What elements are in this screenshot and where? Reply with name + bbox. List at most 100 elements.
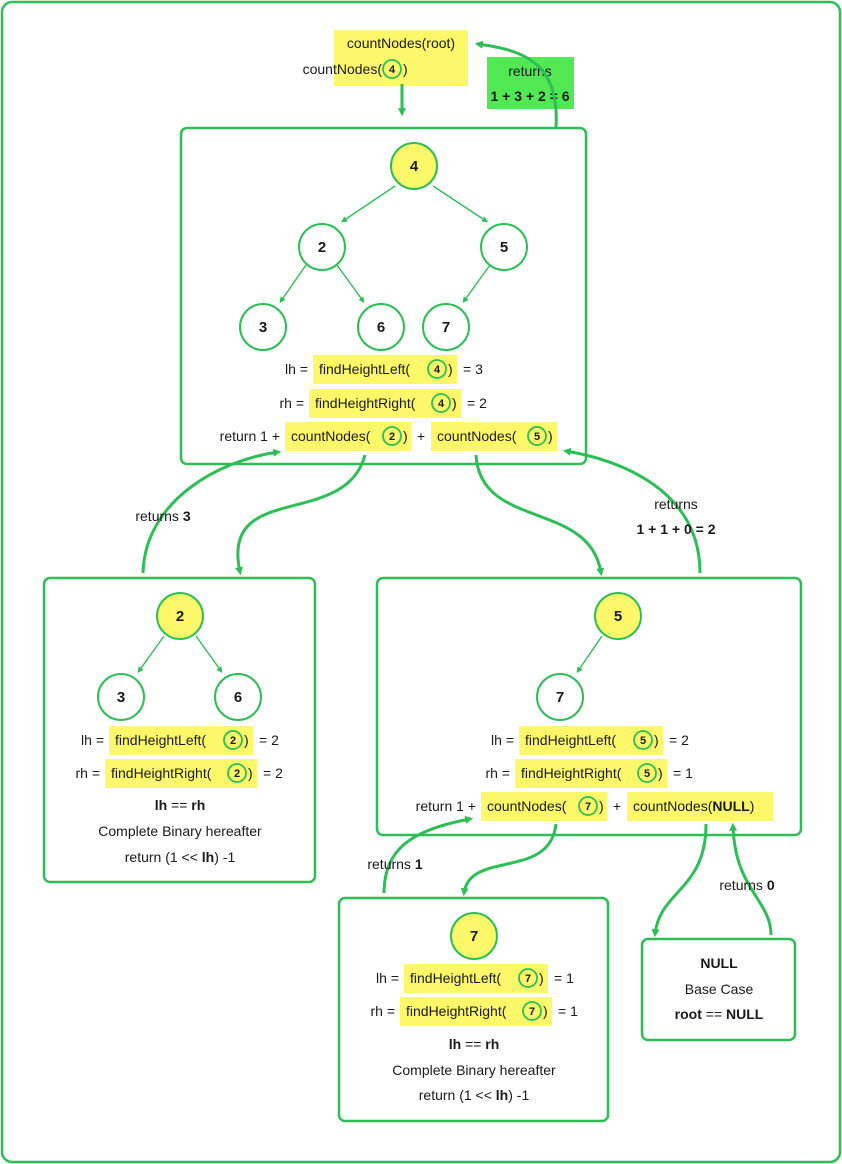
svg-text:7: 7: [529, 1006, 535, 1018]
svg-text:5: 5: [640, 735, 646, 747]
top-returns-box: [487, 57, 574, 109]
left-node-3: 3: [97, 673, 145, 721]
right-node-5: 5: [594, 592, 642, 640]
tree-node-4: 4: [390, 142, 438, 190]
svg-text:2: 2: [230, 735, 236, 747]
main-lh-row: lh = findHeightLeft( 4 ) = 3: [285, 355, 483, 384]
svg-text:3: 3: [117, 689, 125, 706]
svg-text:findHeightLeft(: findHeightLeft(: [410, 970, 501, 986]
seven-return: return (1 << lh) -1: [419, 1087, 530, 1103]
svg-text:lh =: lh =: [376, 970, 399, 986]
svg-text:): ): [539, 970, 544, 986]
svg-text:): ): [548, 428, 553, 444]
svg-text:= 3: = 3: [463, 361, 483, 377]
svg-text:4: 4: [434, 364, 441, 376]
seven-node-7: 7: [450, 912, 498, 960]
svg-text:findHeightRight(: findHeightRight(: [315, 395, 416, 411]
left-lh-row: lh = findHeightLeft( 2 ) = 2: [81, 726, 279, 755]
svg-text:2: 2: [389, 431, 395, 443]
tree-node-2: 2: [298, 223, 346, 271]
arrow-call-null: [651, 823, 708, 938]
returns-left-label: returns 3: [135, 508, 190, 524]
svg-text:countNodes(: countNodes(: [437, 428, 517, 444]
svg-text:lh =: lh =: [285, 361, 308, 377]
svg-text:countNodes(: countNodes(: [291, 428, 371, 444]
right-return-row: return 1 + countNodes( 7 ) + countNodes(…: [416, 792, 773, 821]
right-rh-row: rh = findHeightRight( 5 ) = 1: [485, 759, 693, 788]
svg-text:= 1: = 1: [558, 1003, 578, 1019]
svg-text:findHeightLeft(: findHeightLeft(: [319, 361, 410, 377]
seven-lh-row: lh = findHeightLeft( 7 ) = 1: [376, 964, 574, 993]
svg-text:2: 2: [318, 239, 326, 256]
returns-right-value: 1 + 1 + 0 = 2: [636, 521, 715, 537]
seven-note: Complete Binary hereafter: [392, 1062, 556, 1078]
top-returns-value: 1 + 3 + 2 = 6: [490, 88, 569, 104]
arrow-return-left: [141, 448, 282, 574]
svg-text:7: 7: [442, 319, 450, 336]
top-call-close: ): [403, 61, 408, 77]
left-compare: lh == rh: [155, 797, 206, 813]
svg-text:5: 5: [500, 239, 508, 256]
svg-text:7: 7: [525, 973, 531, 985]
flow-arrows: [141, 40, 773, 938]
box-left: [42, 576, 317, 884]
top-call-arg-badge: [382, 59, 402, 79]
tree-node-7: 7: [422, 303, 470, 351]
arrow-call-left: [235, 454, 367, 576]
top-call-root: countNodes(root): [347, 35, 455, 51]
svg-text:= 2: = 2: [467, 395, 487, 411]
tree-node-6: 6: [357, 303, 405, 351]
svg-text:findHeightRight(: findHeightRight(: [521, 765, 622, 781]
svg-text:4: 4: [410, 158, 419, 175]
svg-text:): ): [448, 361, 453, 377]
svg-text:= 2: = 2: [669, 732, 689, 748]
returns-right-label: returns: [654, 496, 698, 512]
svg-text:+: +: [613, 798, 621, 814]
arrow-return-main: [474, 40, 558, 128]
null-subtitle: Base Case: [685, 981, 754, 997]
svg-text:): ): [248, 765, 253, 781]
svg-text:): ): [658, 765, 663, 781]
svg-text:+: +: [417, 428, 425, 444]
arrow-call-right: [474, 454, 605, 577]
svg-text:lh =: lh =: [491, 732, 514, 748]
svg-text:5: 5: [644, 768, 650, 780]
box-right: [375, 576, 803, 837]
svg-text:= 1: = 1: [673, 765, 693, 781]
svg-text:findHeightRight(: findHeightRight(: [406, 1003, 507, 1019]
tree-node-3: 3: [239, 303, 287, 351]
arrow-return-null: [729, 822, 773, 936]
svg-text:= 2: = 2: [259, 732, 279, 748]
svg-text:7: 7: [470, 928, 478, 945]
svg-text:): ): [543, 1003, 548, 1019]
svg-text:findHeightLeft(: findHeightLeft(: [115, 732, 206, 748]
svg-text:7: 7: [585, 801, 591, 813]
svg-text:5: 5: [534, 431, 540, 443]
svg-text:6: 6: [377, 319, 385, 336]
svg-text:): ): [654, 732, 659, 748]
svg-text:findHeightLeft(: findHeightLeft(: [525, 732, 616, 748]
svg-text:3: 3: [259, 319, 267, 336]
seven-rh-row: rh = findHeightRight( 7 ) = 1: [370, 997, 578, 1026]
box-seven: [337, 896, 610, 1123]
svg-text:findHeightRight(: findHeightRight(: [111, 765, 212, 781]
left-node-6: 6: [214, 673, 262, 721]
svg-text:2: 2: [234, 768, 240, 780]
null-condition: root == NULL: [675, 1006, 764, 1022]
tree-edges-right: [576, 635, 603, 673]
left-rh-row: rh = findHeightRight( 2 ) = 2: [75, 759, 283, 788]
svg-text:rh =: rh =: [75, 765, 100, 781]
left-return: return (1 << lh) -1: [125, 849, 236, 865]
svg-text:5: 5: [614, 608, 622, 625]
right-lh-row: lh = findHeightLeft( 5 ) = 2: [491, 726, 689, 755]
svg-text:countNodes(: countNodes(: [487, 798, 567, 814]
arrow-return-seven: [382, 815, 474, 894]
svg-text:lh =: lh =: [81, 732, 104, 748]
svg-text:rh =: rh =: [279, 395, 304, 411]
tree-edges-left: [137, 635, 223, 673]
null-title: NULL: [700, 955, 738, 971]
left-node-2: 2: [156, 592, 204, 640]
